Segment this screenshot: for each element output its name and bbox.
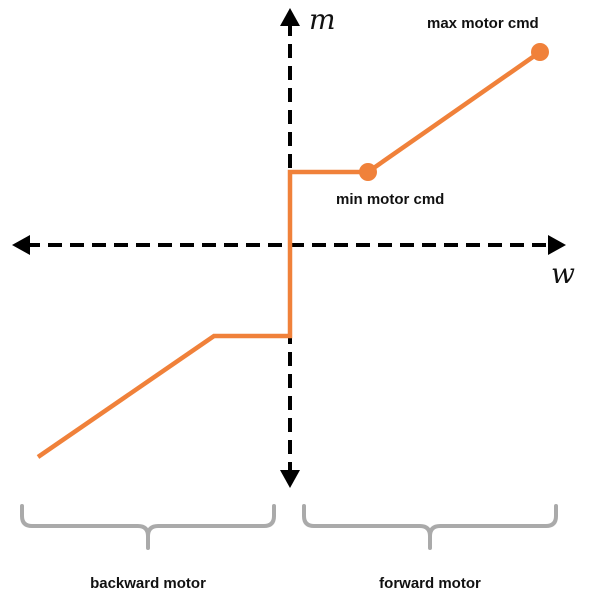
y-axis-bottom-arrow [280,470,300,488]
x-axis-right-arrow [548,235,566,255]
motor-command-curve [36,50,542,459]
y-axis-top-arrow [280,8,300,26]
backward-motor-brace [20,504,276,550]
x-axis-left-arrow [12,235,30,255]
x-axis-label: w [551,257,575,290]
x-axis [12,235,566,255]
backward-motor-label: backward motor [90,575,206,592]
max-motor-cmd-label: max motor cmd [427,15,539,32]
min-motor-cmd-point [359,163,377,181]
y-axis-label: m [309,3,336,36]
forward-motor-brace [302,504,558,550]
min-motor-cmd-label: min motor cmd [336,191,444,208]
forward-motor-label: forward motor [379,575,481,592]
max-motor-cmd-point [531,43,549,61]
